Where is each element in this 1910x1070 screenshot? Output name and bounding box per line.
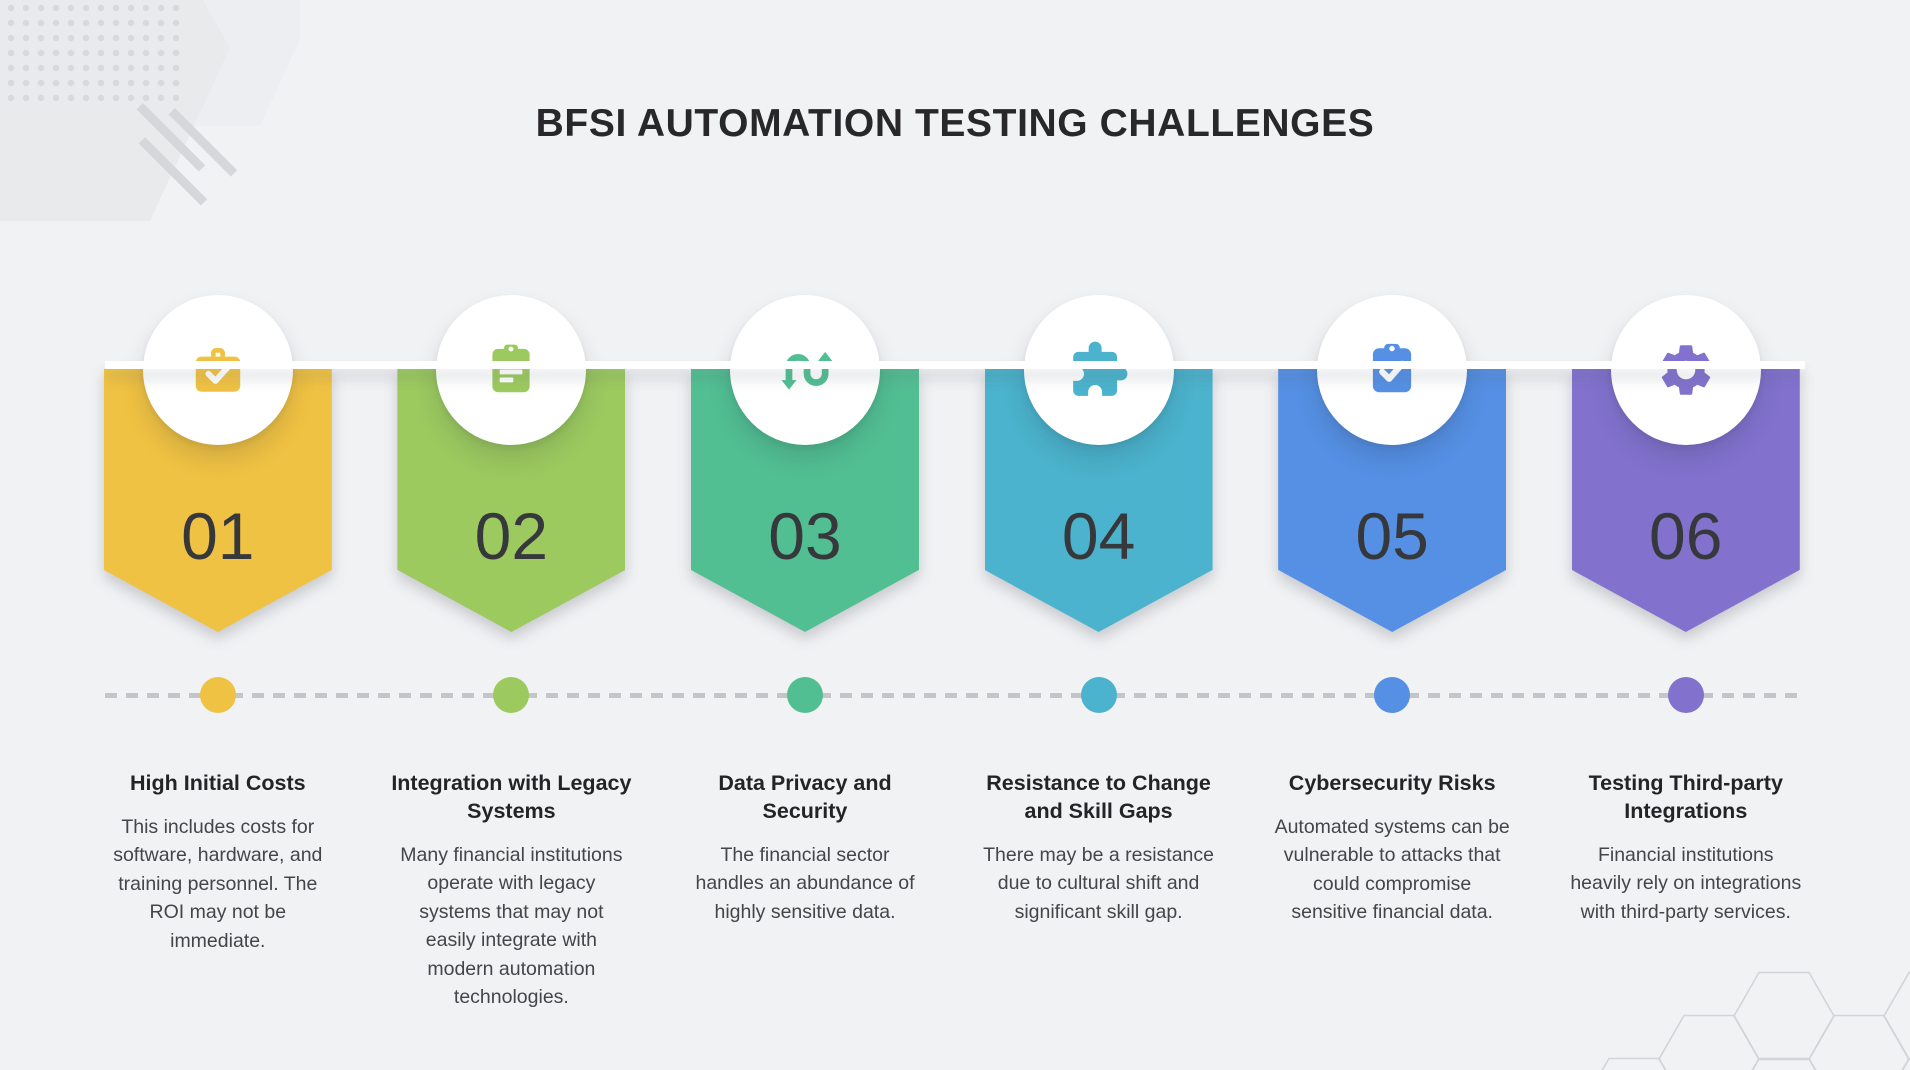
- challenge-description: Financial institutions heavily rely on i…: [1570, 843, 1802, 923]
- timeline-dot: [199, 677, 236, 713]
- timeline-dot: [1080, 677, 1117, 713]
- challenge-description: There may be a resistance due to cultura…: [983, 843, 1214, 923]
- icon-circle: [1023, 295, 1174, 445]
- briefcase-check-icon: [195, 348, 241, 392]
- timeline-dot: [786, 677, 823, 713]
- swap-arrows-icon: [781, 351, 833, 390]
- dot-grid-decoration: [6, 3, 186, 107]
- challenge-column-2: 02 Integration with Legacy Systems Many …: [365, 0, 659, 1070]
- challenge-text: Cybersecurity Risks Automated systems ca…: [1257, 770, 1527, 927]
- step-number: 01: [181, 499, 255, 573]
- step-number: 06: [1649, 499, 1723, 573]
- step-number: 02: [474, 499, 549, 573]
- challenge-text: Resistance to Change and Skill Gaps Ther…: [964, 770, 1234, 926]
- challenge-description: Automated systems can be vulnerable to a…: [1274, 815, 1510, 924]
- step-number: 04: [1061, 499, 1136, 573]
- step-number: 05: [1355, 499, 1429, 573]
- ribbon-banner: 06: [1571, 369, 1800, 632]
- challenge-text: High Initial Costs This includes costs f…: [83, 770, 353, 955]
- challenge-description: Many financial institutions operate with…: [400, 843, 623, 1009]
- challenge-title: Integration with Legacy Systems: [391, 771, 632, 823]
- step-number: 03: [768, 499, 842, 573]
- page-title: BFSI AUTOMATION TESTING CHALLENGES: [535, 102, 1375, 145]
- timeline-dot: [493, 677, 530, 713]
- ribbon-shape: 02: [397, 369, 626, 632]
- challenge-column-1: 01 High Initial Costs This includes cost…: [71, 0, 365, 1070]
- challenge-title: Cybersecurity Risks: [1288, 771, 1496, 795]
- challenge-title: High Initial Costs: [130, 771, 306, 795]
- timeline-dot: [1667, 677, 1704, 713]
- challenge-text: Integration with Legacy Systems Many fin…: [377, 770, 647, 1012]
- clipboard-check-icon: [1373, 343, 1412, 393]
- challenge-column-5: 05 Cybersecurity Risks Automated systems…: [1245, 0, 1539, 1070]
- challenge-title: Resistance to Change and Skill Gaps: [986, 771, 1211, 823]
- challenge-description: This includes costs for software, hardwa…: [113, 815, 323, 952]
- hanging-rail: [105, 361, 1805, 369]
- ribbon-banner: 02: [397, 369, 626, 632]
- challenge-column-3: 03 Data Privacy and Security The financi…: [658, 0, 952, 1070]
- icon-circle: [1317, 295, 1468, 445]
- puzzle-piece-icon: [1072, 341, 1127, 396]
- challenge-columns: 01 High Initial Costs This includes cost…: [71, 0, 1833, 1070]
- challenge-description: The financial sector handles an abundanc…: [695, 843, 915, 923]
- challenge-column-4: 04 Resistance to Change and Skill Gaps T…: [952, 0, 1246, 1070]
- challenge-title: Testing Third-party Integrations: [1588, 771, 1783, 823]
- icon-circle: [1610, 295, 1761, 445]
- challenge-text: Data Privacy and Security The financial …: [670, 770, 940, 926]
- challenge-title: Data Privacy and Security: [718, 771, 892, 823]
- icon-circle: [142, 295, 293, 445]
- challenge-column-6: 06 Testing Third-party Integrations Fina…: [1539, 0, 1833, 1070]
- ribbon-shape: 06: [1571, 369, 1800, 632]
- honeycomb-decoration: [1601, 971, 1910, 1070]
- icon-circle: [729, 295, 880, 445]
- gear-icon: [1661, 345, 1710, 395]
- timeline-dot: [1374, 677, 1411, 713]
- icon-circle: [436, 295, 587, 445]
- challenge-text: Testing Third-party Integrations Financi…: [1551, 770, 1821, 926]
- clipboard-list-icon: [492, 344, 530, 393]
- timeline-dashed-line: [105, 693, 1805, 698]
